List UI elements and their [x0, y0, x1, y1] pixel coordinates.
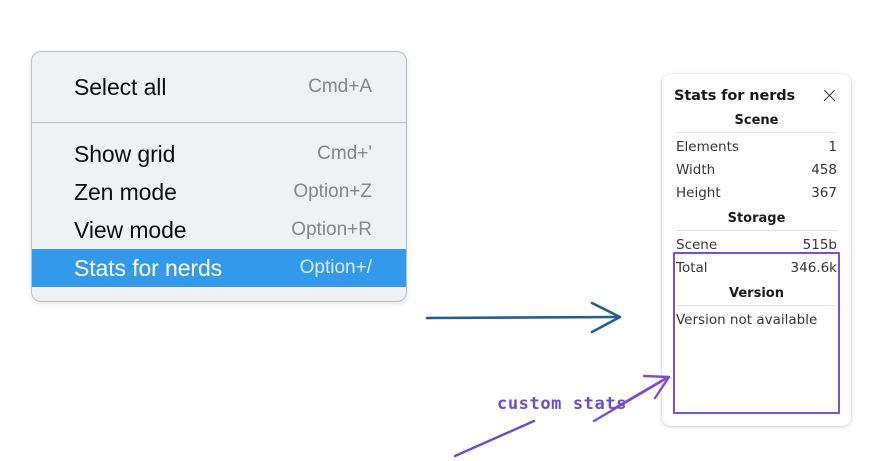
version-not-available-text: Version not available: [676, 312, 818, 328]
stat-key: Total: [676, 259, 708, 276]
section-heading-scene: Scene: [734, 113, 779, 128]
annotation-underline-stroke: [453, 419, 536, 458]
menu-item-view-mode[interactable]: View mode Option+R: [32, 211, 406, 249]
menu-item-label: Select all: [74, 73, 167, 100]
stat-key: Elements: [676, 138, 739, 155]
menu-item-shortcut: Option+/: [299, 257, 372, 278]
menu-item-select-all[interactable]: Select all Cmd+A: [32, 68, 406, 106]
annotation-label-custom-stats: custom stats: [497, 394, 628, 414]
menu-item-zen-mode[interactable]: Zen mode Option+Z: [32, 173, 406, 211]
menu-item-label: Zen mode: [74, 178, 177, 205]
menu-item-label: View mode: [74, 216, 187, 243]
menu-item-shortcut: Option+Z: [293, 181, 372, 202]
close-icon[interactable]: [821, 87, 838, 104]
menu-item-label: Stats for nerds: [74, 254, 223, 281]
menu-item-stats-for-nerds[interactable]: Stats for nerds Option+/: [32, 249, 406, 287]
stat-key: Scene: [676, 236, 718, 253]
menu-item-shortcut: Option+R: [291, 219, 372, 240]
stat-row-elements: Elements 1: [674, 135, 839, 158]
stat-value: 346.6k: [790, 259, 837, 276]
stats-panel-header: Stats for nerds: [674, 74, 839, 106]
panel-title: Stats for nerds: [674, 87, 796, 104]
stat-value: 1: [828, 138, 837, 155]
section-heading-version: Version: [729, 286, 784, 301]
menu-item-shortcut: Cmd+A: [308, 76, 372, 97]
stat-value: 458: [811, 161, 837, 178]
stat-row-storage-total: Total 346.6k: [674, 256, 839, 279]
stat-value: 367: [811, 184, 837, 201]
stat-row-width: Width 458: [674, 158, 839, 181]
stat-row-height: Height 367: [674, 181, 839, 204]
menu-item-show-grid[interactable]: Show grid Cmd+': [32, 135, 406, 173]
section-rule: [676, 305, 837, 306]
menu-section-view: Show grid Cmd+' Zen mode Option+Z View m…: [32, 123, 406, 301]
flow-arrow-icon: [425, 301, 622, 334]
section-rule: [676, 132, 837, 133]
stat-key: Width: [676, 161, 716, 178]
stats-for-nerds-panel: Stats for nerds Scene Elements 1 Width 4…: [662, 74, 851, 426]
menu-section-selection: Select all Cmd+A: [32, 52, 406, 122]
menu-divider: [32, 122, 406, 123]
section-rule: [676, 230, 837, 231]
menu-item-label: Show grid: [74, 140, 176, 167]
section-heading-storage: Storage: [727, 211, 786, 226]
stat-row-storage-scene: Scene 515b: [674, 233, 839, 256]
stat-key: Height: [676, 184, 721, 201]
stat-value: 515b: [802, 236, 837, 253]
context-menu[interactable]: Select all Cmd+A Show grid Cmd+' Zen mod…: [31, 51, 407, 302]
menu-item-shortcut: Cmd+': [317, 143, 372, 164]
